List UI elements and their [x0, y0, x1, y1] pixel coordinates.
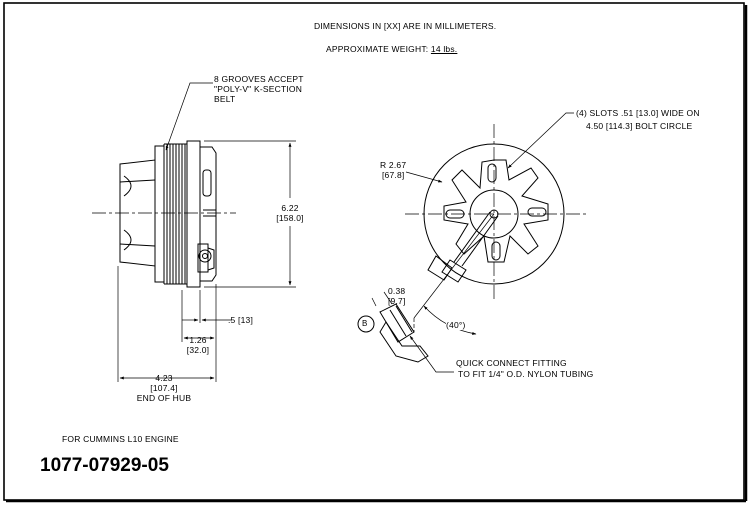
pulley-grooves	[163, 143, 188, 285]
radius-value: R 2.67	[380, 160, 407, 170]
angle-dim: (40°)	[446, 320, 466, 330]
front-view-dimensions	[371, 112, 574, 373]
height-value: 6.22	[272, 203, 308, 213]
fitting-callout-2: TO FIT 1/4" O.D. NYLON TUBING	[458, 369, 594, 379]
front-view	[357, 124, 586, 363]
width-423-value: 4.23	[155, 373, 173, 383]
dimensions-note: DIMENSIONS IN [XX] ARE IN MILLIMETERS.	[314, 21, 497, 31]
fitting-038-value: 0.38	[388, 286, 406, 296]
grooves-callout-2: "POLY-V" K-SECTION	[214, 84, 303, 94]
slots-callout-1: (4) SLOTS .51 [13.0] WIDE ON	[576, 108, 700, 118]
width-126-value: 1.26	[189, 335, 207, 345]
clutch-disc	[423, 143, 565, 285]
slots-callout-2: 4.50 [114.3] BOLT CIRCLE	[586, 121, 693, 131]
side-view	[92, 140, 236, 288]
engine-note: FOR CUMMINS L10 ENGINE	[62, 434, 179, 444]
port-b-label: B	[362, 319, 368, 328]
weight-label: APPROXIMATE WEIGHT: 14 lbs.	[326, 44, 457, 54]
spider-plate	[443, 159, 549, 263]
fitting-038-mm: [9.7]	[388, 296, 406, 306]
weight-prefix: APPROXIMATE WEIGHT:	[326, 44, 429, 54]
radius-mm: [67.8]	[382, 170, 405, 180]
offset-small-dim: .5 [13]	[228, 315, 254, 325]
grooves-callout-1: 8 GROOVES ACCEPT	[214, 74, 304, 84]
drawing-border	[3, 2, 745, 501]
height-mm: [158.0]	[272, 213, 308, 223]
width-126-mm: [32.0]	[186, 345, 210, 355]
port-b-circle	[357, 315, 375, 333]
weight-value: 14 lbs.	[430, 44, 458, 54]
end-of-hub-note: END OF HUB	[136, 393, 192, 403]
side-view-dimensions	[117, 82, 296, 382]
width-423-mm: [107.4]	[150, 383, 178, 393]
grooves-callout-3: BELT	[214, 94, 236, 104]
part-number: 1077-07929-05	[40, 455, 169, 476]
fitting-callout-1: QUICK CONNECT FITTING	[456, 358, 567, 368]
